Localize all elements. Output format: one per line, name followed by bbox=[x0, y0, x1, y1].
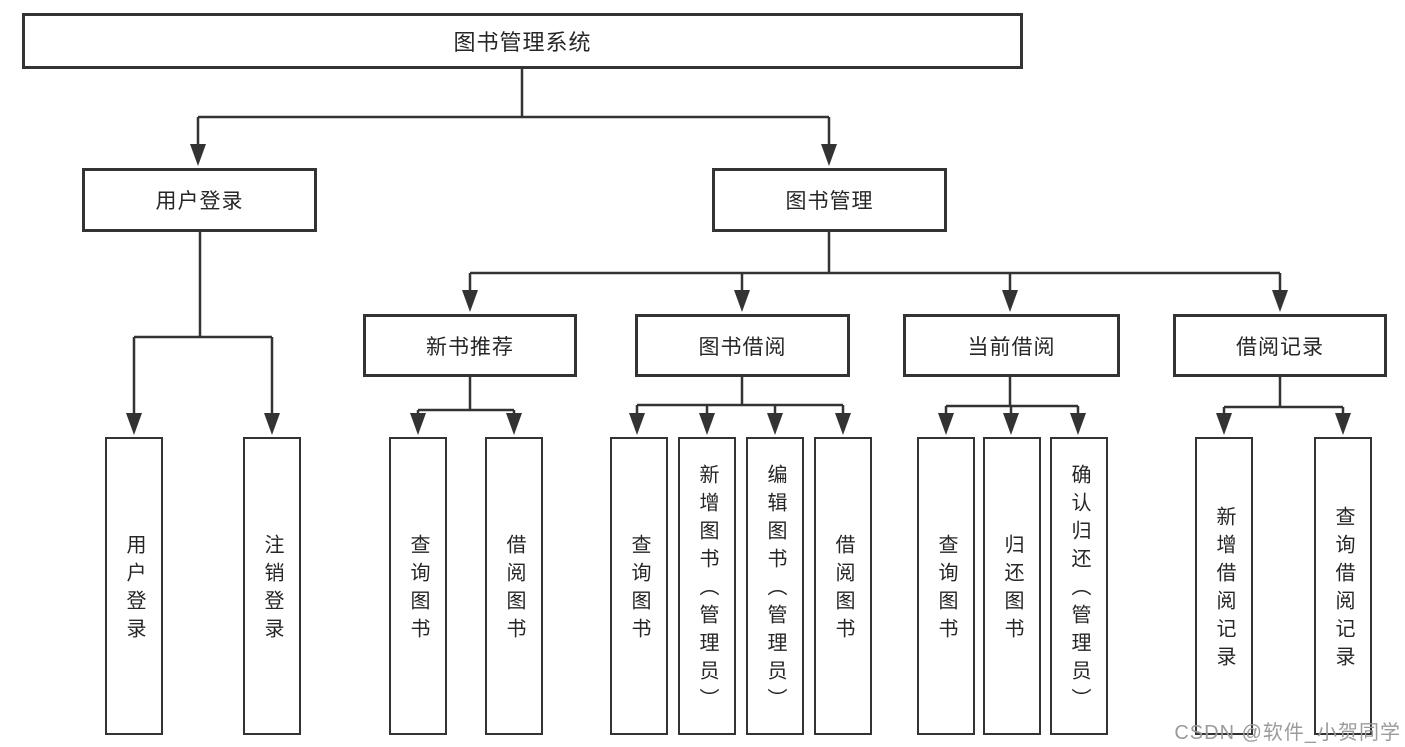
node-book-management-branch-label: 图书管理 bbox=[785, 190, 874, 213]
leaf-user-logout-label: 注销登录 bbox=[261, 534, 283, 646]
leaf-borrowing-borrow-books-label: 借阅图书 bbox=[832, 534, 854, 646]
node-book-borrowing-label: 图书借阅 bbox=[698, 335, 787, 359]
leaf-records-add-record: 新增借阅记录 bbox=[1195, 437, 1253, 735]
leaf-current-query-books-label: 查询图书 bbox=[935, 534, 957, 646]
leaf-current-confirm-return-admin: 确认归还（管理员） bbox=[1050, 437, 1108, 735]
leaf-records-query-record: 查询借阅记录 bbox=[1314, 437, 1372, 735]
node-new-book-recommend: 新书推荐 bbox=[363, 314, 577, 377]
leaf-recommend-query-books-label: 查询图书 bbox=[407, 534, 429, 646]
leaf-recommend-query-books: 查询图书 bbox=[389, 437, 447, 735]
leaf-current-return-books: 归还图书 bbox=[983, 437, 1041, 735]
leaf-user-login: 用户登录 bbox=[105, 437, 163, 735]
node-root-library-system: 图书管理系统 bbox=[22, 13, 1023, 69]
leaf-records-query-record-label: 查询借阅记录 bbox=[1332, 506, 1354, 674]
node-current-borrowing-label: 当前借阅 bbox=[967, 335, 1056, 359]
leaf-records-add-record-label: 新增借阅记录 bbox=[1213, 506, 1235, 674]
node-borrowing-records: 借阅记录 bbox=[1173, 314, 1387, 377]
node-current-borrowing: 当前借阅 bbox=[903, 314, 1120, 377]
node-user-login-branch-label: 用户登录 bbox=[155, 190, 244, 213]
leaf-user-login-label: 用户登录 bbox=[123, 534, 145, 646]
leaf-borrowing-add-books-admin-label: 新增图书（管理员） bbox=[696, 464, 718, 716]
node-book-management-branch: 图书管理 bbox=[712, 168, 947, 232]
leaf-borrowing-edit-books-admin: 编辑图书（管理员） bbox=[746, 437, 804, 735]
node-new-book-recommend-label: 新书推荐 bbox=[426, 335, 514, 359]
node-book-borrowing: 图书借阅 bbox=[635, 314, 850, 377]
leaf-borrowing-query-books: 查询图书 bbox=[610, 437, 668, 735]
leaf-current-confirm-return-admin-label: 确认归还（管理员） bbox=[1068, 464, 1090, 716]
arrowheads bbox=[126, 144, 1351, 435]
node-borrowing-records-label: 借阅记录 bbox=[1236, 335, 1324, 359]
leaf-borrowing-borrow-books: 借阅图书 bbox=[814, 437, 872, 735]
leaf-borrowing-query-books-label: 查询图书 bbox=[628, 534, 650, 646]
leaf-current-query-books: 查询图书 bbox=[917, 437, 975, 735]
leaf-user-logout: 注销登录 bbox=[243, 437, 301, 735]
leaf-recommend-borrow-books-label: 借阅图书 bbox=[503, 534, 525, 646]
leaf-borrowing-add-books-admin: 新增图书（管理员） bbox=[678, 437, 736, 735]
leaf-recommend-borrow-books: 借阅图书 bbox=[485, 437, 543, 735]
leaf-borrowing-edit-books-admin-label: 编辑图书（管理员） bbox=[764, 464, 786, 716]
node-root-label: 图书管理系统 bbox=[453, 30, 592, 55]
node-user-login-branch: 用户登录 bbox=[82, 168, 317, 232]
csdn-watermark: CSDN @软件_小贺同学 bbox=[1174, 722, 1401, 744]
leaf-current-return-books-label: 归还图书 bbox=[1001, 534, 1023, 646]
